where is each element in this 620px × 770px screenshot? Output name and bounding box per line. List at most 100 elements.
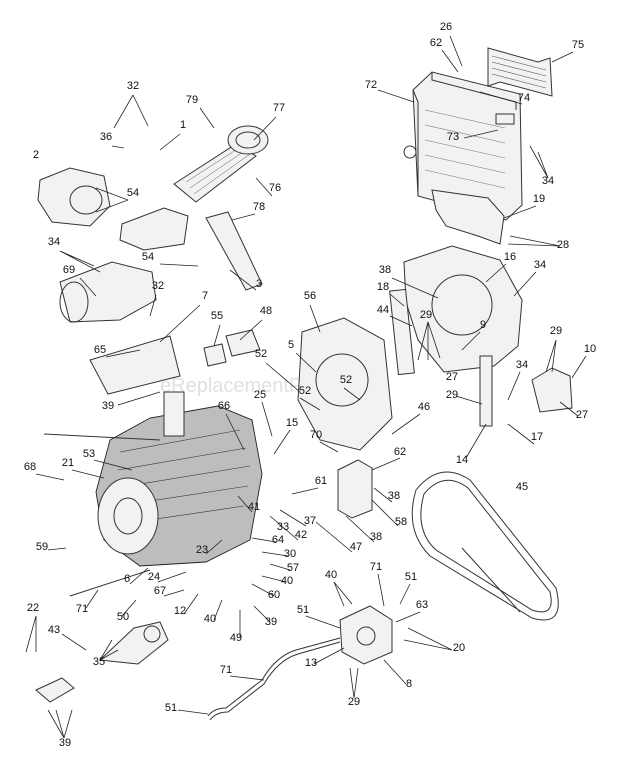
callout-37: 37: [304, 515, 316, 527]
callout-46: 46: [418, 401, 430, 413]
callout-14: 14: [456, 454, 468, 466]
expansion-tank: [531, 367, 573, 413]
callout-60: 60: [268, 589, 280, 601]
callout-20: 20: [453, 642, 465, 654]
callout-36: 36: [100, 131, 112, 143]
fan-shroud: [403, 245, 523, 373]
callout-34: 34: [534, 259, 546, 271]
callout-8: 8: [406, 678, 412, 690]
callout-57: 57: [287, 562, 299, 574]
hydraulic-hose: [207, 637, 341, 721]
radiator-assembly: [403, 71, 523, 221]
callout-75: 75: [572, 39, 584, 51]
callout-23: 23: [196, 544, 208, 556]
bell-housing: [297, 317, 393, 451]
throttle-cable: [43, 433, 161, 597]
callout-29: 29: [550, 325, 562, 337]
radiator-support-bracket: [431, 189, 505, 245]
callout-64: 64: [272, 534, 284, 546]
muffler: [59, 261, 181, 395]
callout-52: 52: [340, 374, 352, 386]
callout-25: 25: [254, 389, 266, 401]
callout-2: 2: [33, 149, 39, 161]
callout-66: 66: [218, 400, 230, 412]
callout-22: 22: [27, 602, 39, 614]
callout-10: 10: [584, 343, 596, 355]
leader-lines: [25, 35, 587, 739]
callout-35: 35: [93, 656, 105, 668]
callout-24: 24: [148, 571, 160, 583]
air-inlet-tube: [119, 207, 263, 291]
oil-cooler: [487, 47, 553, 97]
callout-50: 50: [117, 611, 129, 623]
callout-41: 41: [248, 501, 260, 513]
callout-27: 27: [576, 409, 588, 421]
callout-52: 52: [255, 348, 267, 360]
callout-39: 39: [59, 737, 71, 749]
callout-39: 39: [265, 616, 277, 628]
callout-69: 69: [63, 264, 75, 276]
callout-6: 6: [124, 573, 130, 585]
callout-17: 17: [531, 431, 543, 443]
callout-49: 49: [230, 632, 242, 644]
callout-28: 28: [557, 239, 569, 251]
callout-32: 32: [152, 280, 164, 292]
callout-70: 70: [310, 429, 322, 441]
callout-59: 59: [36, 541, 48, 553]
callout-16: 16: [504, 251, 516, 263]
callout-27: 27: [446, 371, 458, 383]
callout-9: 9: [480, 319, 486, 331]
shroud-side-brackets: [389, 288, 493, 427]
pto-shaft: [98, 621, 169, 665]
callout-76: 76: [269, 182, 281, 194]
mounting-plate: [35, 677, 75, 703]
callout-71: 71: [220, 664, 232, 676]
callout-40: 40: [281, 575, 293, 587]
callout-67: 67: [154, 585, 166, 597]
callout-15: 15: [286, 417, 298, 429]
hydraulic-filter: [337, 459, 373, 519]
callout-12: 12: [174, 605, 186, 617]
air-cleaner-cap: [227, 125, 269, 155]
callout-71: 71: [76, 603, 88, 615]
callout-71: 71: [370, 561, 382, 573]
drive-belt: [411, 471, 559, 621]
callout-54: 54: [127, 187, 139, 199]
callout-42: 42: [295, 529, 307, 541]
callout-78: 78: [253, 201, 265, 213]
callout-40: 40: [325, 569, 337, 581]
hydraulic-pump: [339, 605, 393, 665]
callout-51: 51: [297, 604, 309, 616]
callout-62: 62: [430, 37, 442, 49]
callout-73: 73: [447, 131, 459, 143]
callout-34: 34: [48, 236, 60, 248]
callout-72: 72: [365, 79, 377, 91]
callout-1: 1: [180, 119, 186, 131]
callout-48: 48: [260, 305, 272, 317]
callout-51: 51: [165, 702, 177, 714]
callout-32: 32: [127, 80, 139, 92]
callout-77: 77: [273, 102, 285, 114]
callout-63: 63: [416, 599, 428, 611]
callout-40: 40: [204, 613, 216, 625]
callout-55: 55: [211, 310, 223, 322]
callout-58: 58: [395, 516, 407, 528]
callout-65: 65: [94, 344, 106, 356]
callout-47: 47: [350, 541, 362, 553]
callout-45: 45: [516, 481, 528, 493]
callout-18: 18: [377, 281, 389, 293]
callout-43: 43: [48, 624, 60, 636]
callout-68: 68: [24, 461, 36, 473]
callout-51: 51: [405, 571, 417, 583]
callout-7: 7: [202, 290, 208, 302]
callout-3: 3: [256, 278, 262, 290]
callout-26: 26: [440, 21, 452, 33]
drive-coupler: [203, 329, 261, 367]
callout-29: 29: [446, 389, 458, 401]
callout-21: 21: [62, 457, 74, 469]
callout-38: 38: [379, 264, 391, 276]
callout-19: 19: [533, 193, 545, 205]
callout-53: 53: [83, 448, 95, 460]
callout-29: 29: [348, 696, 360, 708]
